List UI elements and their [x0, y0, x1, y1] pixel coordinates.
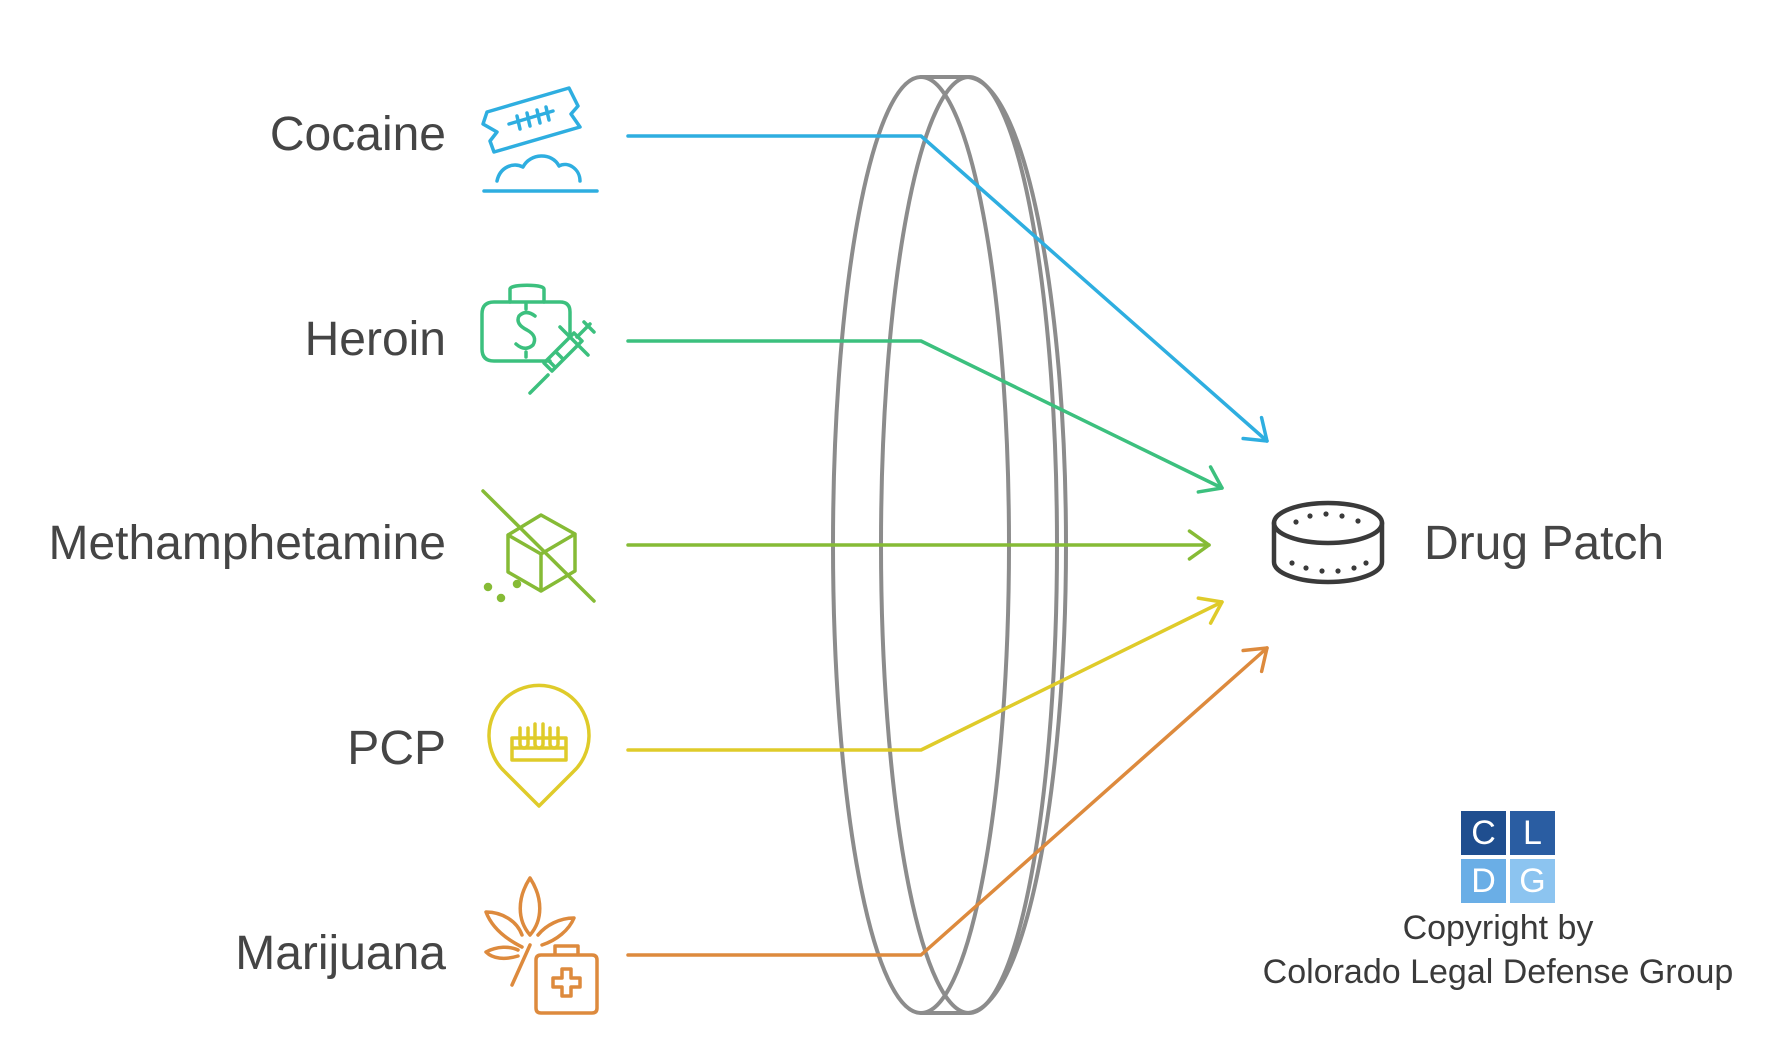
source-label-methamphetamine: Methamphetamine — [48, 517, 446, 570]
source-label-heroin: Heroin — [304, 313, 446, 366]
logo-tile-d: D — [1461, 859, 1506, 903]
arrow-marijuana — [626, 646, 1269, 957]
copyright-line-1: Copyright by — [1402, 909, 1594, 947]
crossed-out-crystal-icon — [481, 489, 596, 603]
logo-tile-g: G — [1510, 859, 1555, 903]
cannabis-leaf-medical-kit-icon — [484, 876, 599, 1015]
arrows-layer — [626, 134, 1269, 957]
arrow-pcp — [626, 596, 1224, 752]
logo-tile-l: L — [1510, 811, 1555, 855]
source-label-pcp: PCP — [347, 722, 446, 775]
cldg-logo: C L D G — [1461, 811, 1555, 903]
copyright-line-2: Colorado Legal Defense Group — [1262, 953, 1734, 991]
target-label-drug-patch: Drug Patch — [1424, 517, 1665, 570]
money-bag-syringe-icon — [480, 283, 596, 395]
test-tubes-location-pin-icon — [487, 683, 591, 808]
copyright-notice: Copyright by Colorado Legal Defense Grou… — [1208, 906, 1782, 994]
arrow-heroin — [626, 339, 1224, 494]
arrow-methamphetamine — [626, 529, 1211, 561]
icons-layer — [480, 86, 599, 1015]
razor-blade-powder-icon — [481, 86, 599, 193]
drug-patch-icon — [1271, 500, 1385, 585]
source-label-cocaine: Cocaine — [269, 108, 446, 161]
arrow-cocaine — [626, 134, 1269, 443]
source-label-marijuana: Marijuana — [235, 927, 446, 980]
logo-tile-c: C — [1461, 811, 1506, 855]
